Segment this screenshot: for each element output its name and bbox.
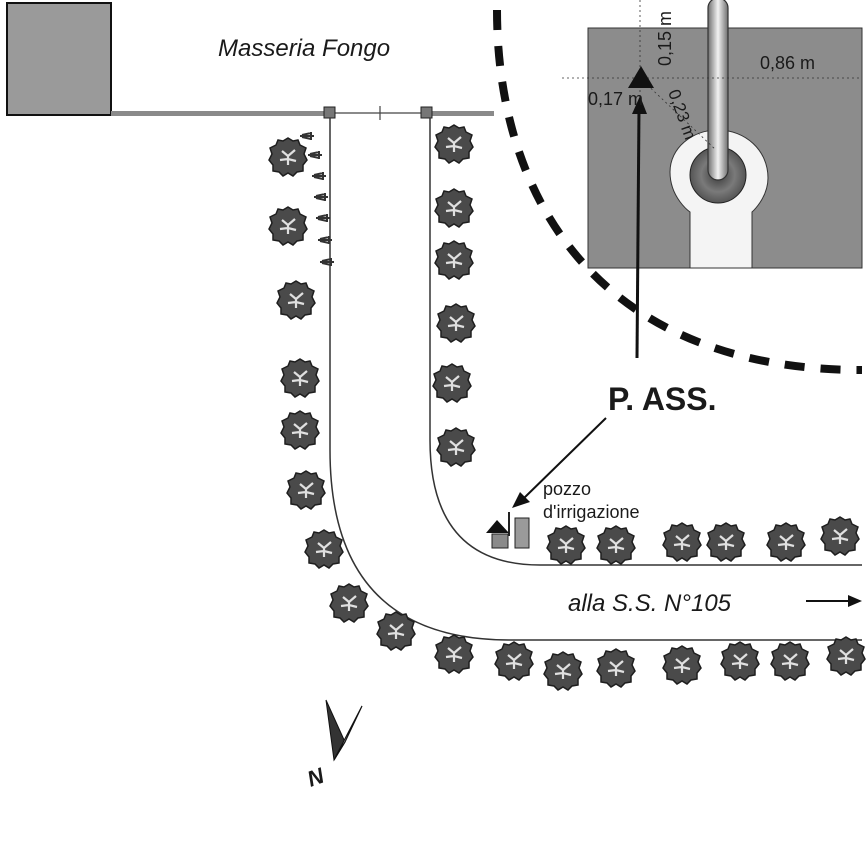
dim-right: 0,86 m <box>760 53 815 73</box>
tree-icon <box>433 123 475 165</box>
tree-icon <box>328 582 370 624</box>
road-label: alla S.S. N°105 <box>568 590 732 617</box>
gate <box>323 106 433 120</box>
tree-icon <box>769 640 811 682</box>
dim-top: 0,15 m <box>655 11 675 66</box>
tree-icon <box>279 409 321 451</box>
arrow-right-icon <box>806 595 862 607</box>
tree-icon <box>825 635 866 677</box>
tree-icon <box>595 524 637 566</box>
farm-label: Masseria Fongo <box>218 35 390 62</box>
farm-building <box>6 2 494 116</box>
north-arrow-icon <box>325 699 363 762</box>
tree-icon <box>279 357 321 399</box>
tree-icon <box>595 647 637 689</box>
tree-icon <box>705 521 747 563</box>
tree-icon <box>285 469 327 511</box>
tree-icon <box>545 524 587 566</box>
tree-icon <box>433 187 475 229</box>
tree-icon <box>433 633 475 675</box>
triangle-marker-icon <box>628 66 654 88</box>
well-label-line2: d'irrigazione <box>543 502 640 522</box>
well-label-line1: pozzo <box>543 479 591 499</box>
tree-icon <box>661 644 703 686</box>
tree-icon <box>303 528 345 570</box>
tree-icon <box>819 515 861 557</box>
tree-icon <box>765 521 807 563</box>
tree-icon <box>435 426 477 468</box>
tree-icon <box>493 640 535 682</box>
tree-icon <box>275 279 317 321</box>
triangle-marker-icon <box>486 520 509 533</box>
north-label: N <box>304 762 329 791</box>
tree-icon <box>435 302 477 344</box>
tree-icon <box>431 362 473 404</box>
tree-icon <box>661 521 703 563</box>
road <box>329 118 862 641</box>
dim-left: 0,17 m <box>588 89 643 109</box>
tree-icon <box>433 239 475 281</box>
benchmark-inset <box>562 0 863 269</box>
tree-icon <box>719 640 761 682</box>
marker-label: P. ASS. <box>608 381 717 417</box>
marker-arrows <box>512 96 647 508</box>
dashed-boundary <box>493 9 863 374</box>
tree-icon <box>267 136 309 178</box>
irrigation-well <box>486 512 530 549</box>
tree-icon <box>542 650 584 692</box>
tree-icon <box>267 205 309 247</box>
